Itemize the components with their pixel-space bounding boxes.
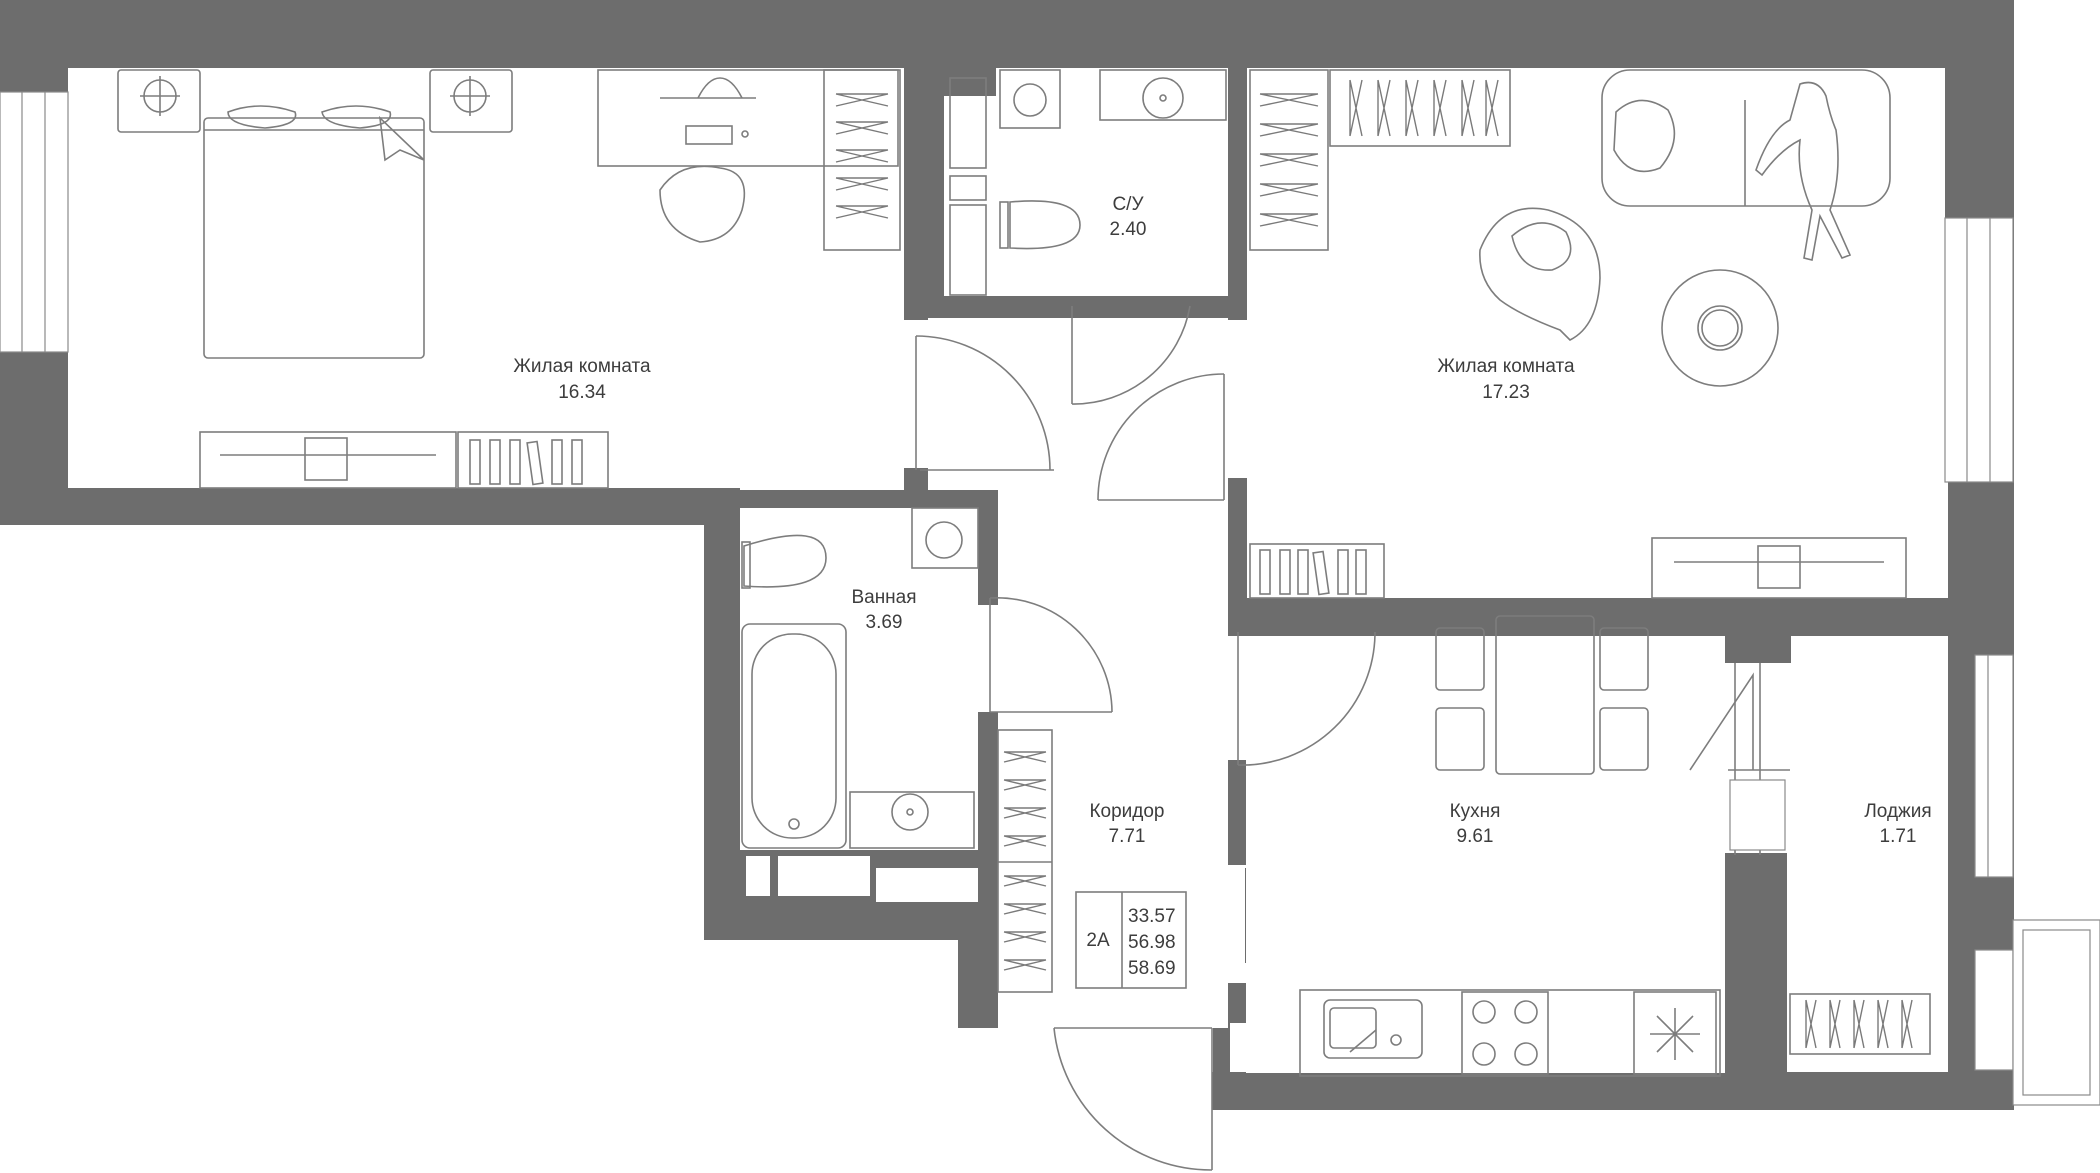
room-name-living-left: Жилая комната bbox=[513, 356, 651, 377]
apartment-type: 2А bbox=[1086, 930, 1110, 951]
doors bbox=[915, 305, 1790, 1171]
room-area-loggia: 1.71 bbox=[1880, 826, 1917, 847]
room-name-wc: С/У bbox=[1112, 194, 1144, 215]
bedroom-furniture bbox=[117, 69, 901, 489]
total-area-value: 56.98 bbox=[1128, 932, 1176, 953]
room-area-corridor: 7.71 bbox=[1109, 826, 1146, 847]
room-name-bathroom: Ванная bbox=[851, 587, 916, 608]
bathroom-furniture bbox=[741, 507, 979, 902]
windows bbox=[0, 91, 2100, 1106]
total-area-with-loggia-value: 58.69 bbox=[1128, 958, 1176, 979]
floors bbox=[68, 68, 1948, 1073]
room-name-loggia: Лоджия bbox=[1864, 801, 1931, 822]
summary-box: 2А 33.57 56.98 58.69 bbox=[1075, 891, 1187, 989]
kitchen-furniture bbox=[1299, 615, 1721, 1077]
room-area-bathroom: 3.69 bbox=[866, 612, 903, 633]
room-name-kitchen: Кухня bbox=[1450, 801, 1501, 822]
room-area-living-right: 17.23 bbox=[1482, 382, 1530, 403]
room-area-wc: 2.40 bbox=[1110, 219, 1147, 240]
loggia-furniture bbox=[1789, 993, 1931, 1055]
wc-furniture bbox=[949, 69, 1227, 296]
living-furniture bbox=[1249, 69, 1907, 599]
living-area-value: 33.57 bbox=[1128, 906, 1176, 927]
room-labels: Жилая комната 16.34 С/У 2.40 Жилая комна… bbox=[513, 194, 1931, 847]
room-area-living-left: 16.34 bbox=[558, 382, 606, 403]
corridor-furniture bbox=[997, 729, 1053, 993]
room-name-corridor: Коридор bbox=[1089, 801, 1164, 822]
room-name-living-right: Жилая комната bbox=[1437, 356, 1575, 377]
room-area-kitchen: 9.61 bbox=[1457, 826, 1494, 847]
